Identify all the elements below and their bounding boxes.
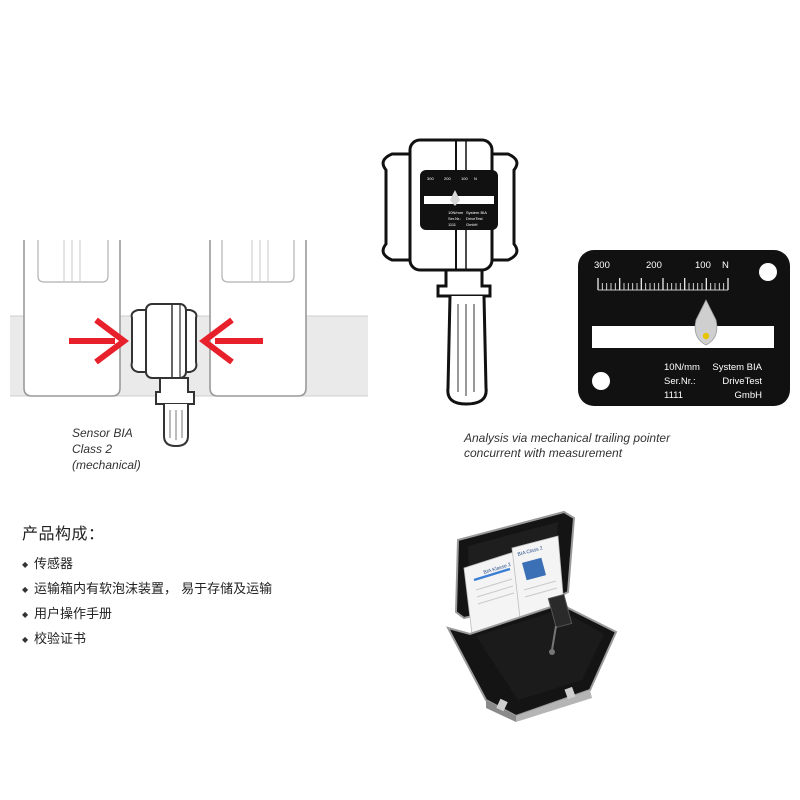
svg-text:10N/mm: 10N/mm: [448, 210, 464, 215]
diamond-bullet-icon: ◆: [22, 560, 29, 569]
door-closing-diagram: Sensor BIA Class 2 (mechanical): [10, 240, 368, 472]
svg-text:200: 200: [444, 176, 451, 181]
carrying-case: BIA Klasse 2 BIA Class 2: [446, 510, 618, 722]
plate-line1-right: System BIA: [712, 362, 762, 373]
list-item: ◆ 校验证书: [22, 627, 272, 652]
list-item-label: 运输箱内有软泡沫装置， 易于存储及运输: [34, 582, 273, 597]
scale-label-n: N: [722, 260, 729, 271]
small-sensor-device: [130, 303, 198, 448]
pointer-track: [592, 326, 774, 348]
sensor-caption: Sensor BIA Class 2 (mechanical): [72, 426, 141, 472]
scale-label-200: 200: [646, 260, 662, 271]
svg-text:300: 300: [427, 176, 434, 181]
diamond-bullet-icon: ◆: [22, 635, 29, 644]
case-document-1: BIA Klasse 2: [463, 551, 523, 635]
list-item: ◆ 运输箱内有软泡沫装置， 易于存储及运输: [22, 577, 272, 602]
scale-ticks: [597, 278, 729, 291]
scale-label-100: 100: [695, 260, 711, 271]
left-force-arrow: [69, 317, 129, 365]
product-components: 产品构成： ◆ 传感器 ◆ 运输箱内有软泡沫装置， 易于存储及运输 ◆ 用户操作手册 …: [22, 520, 272, 652]
diamond-bullet-icon: ◆: [22, 585, 29, 594]
list-item-label: 校验证书: [34, 632, 87, 647]
plate-line2-right: DriveTest: [722, 376, 762, 387]
scale-label-300: 300: [594, 260, 610, 271]
plate-line3-right: GmbH: [735, 390, 763, 401]
svg-text:System BIA: System BIA: [466, 210, 487, 215]
case-sensor: [547, 593, 573, 655]
plate-line3-left: 1111: [664, 390, 683, 401]
trailing-pointer: [694, 299, 718, 346]
list-item-label: 用户操作手册: [34, 607, 113, 622]
plate-line2-left: Ser.Nr.:: [664, 376, 696, 387]
right-door-panel: [209, 240, 307, 397]
list-item-label: 传感器: [34, 557, 74, 572]
diamond-bullet-icon: ◆: [22, 610, 29, 619]
svg-text:Ser.Nr.:: Ser.Nr.:: [448, 216, 461, 221]
svg-text:N: N: [474, 176, 477, 181]
plate-line1-left: 10N/mm: [664, 362, 700, 373]
list-item: ◆ 用户操作手册: [22, 602, 272, 627]
svg-text:100: 100: [461, 176, 468, 181]
svg-text:GmbH: GmbH: [466, 222, 478, 227]
mini-scale-plate: 300 200 100 N 10N/mm System BIA Ser.Nr.:…: [420, 170, 498, 230]
components-list: ◆ 传感器 ◆ 运输箱内有软泡沫装置， 易于存储及运输 ◆ 用户操作手册 ◆ 校验证书: [22, 552, 272, 652]
svg-text:DriveTest: DriveTest: [466, 216, 484, 221]
list-item: ◆ 传感器: [22, 552, 272, 577]
scale-plate: 300 200 100 N 10N/mm System BIA Ser.Nr.:…: [578, 250, 790, 406]
svg-text:1111: 1111: [448, 222, 457, 227]
right-force-arrow: [199, 317, 263, 365]
analysis-caption: Analysis via mechanical trailing pointer…: [463, 431, 673, 460]
pointer-pivot: [702, 332, 710, 340]
components-heading: 产品构成：: [22, 524, 105, 543]
left-door-panel: [23, 240, 121, 397]
large-sensor-device: 300 200 100 N 10N/mm System BIA Ser.Nr.:…: [381, 138, 519, 406]
